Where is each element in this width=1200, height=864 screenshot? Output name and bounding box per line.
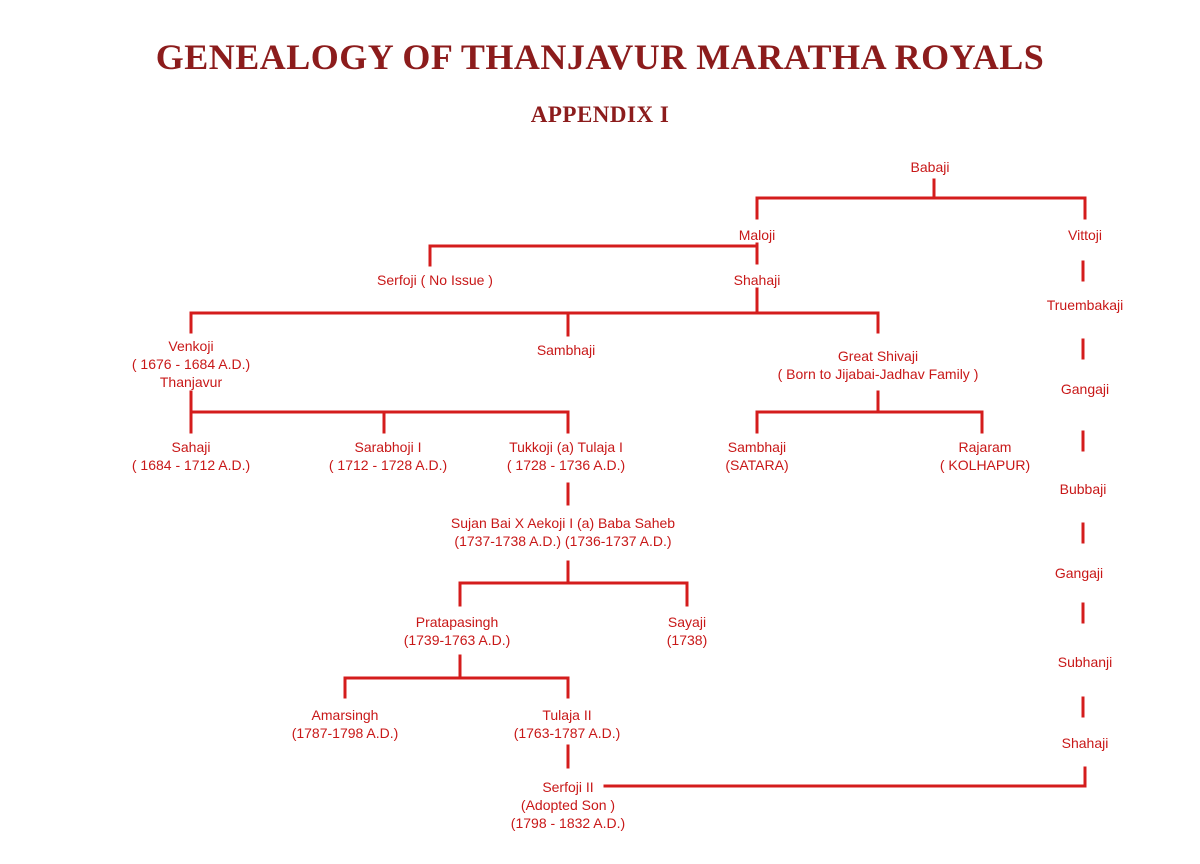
person-label-line: (1737-1738 A.D.) (1736-1737 A.D.) [454,533,672,549]
person-babaji: Babaji [911,158,950,176]
person-rajaram: Rajaram ( KOLHAPUR) [940,438,1030,474]
page-subtitle: APPENDIX I [530,102,670,127]
person-label-line: Bubbaji [1059,481,1107,497]
person-shahaji-2: Shahaji [1062,734,1109,752]
person-gangaji-2: Gangaji [1055,564,1103,582]
person-label-line: (1787-1798 A.D.) [291,725,399,741]
person-gangaji-1: Gangaji [1061,380,1109,398]
person-label-line: Tukkoji (a) Tulaja I [509,439,623,455]
person-truembakaji: Truembakaji [1047,296,1124,314]
person-serfoji-ii: Serfoji II (Adopted Son ) (1798 - 1832 A.D… [511,778,625,832]
person-label-line: Tulaja II [542,707,592,723]
page-title: GENEALOGY OF THANJAVUR MARATHA ROYALS [155,37,1045,77]
person-label-line: Thanjavur [159,374,223,390]
person-label-line: Gangaji [1060,381,1110,397]
person-sambhaji-satara: Sambhaji (SATARA) [725,438,788,474]
person-label-line: Truembakaji [1046,297,1124,313]
person-subhanji: Subhanji [1058,653,1113,671]
person-amarsingh: Amarsingh (1787-1798 A.D.) [292,706,399,742]
person-label-line: Amarsingh [311,707,379,723]
person-label-line: Subhanji [1057,654,1113,670]
person-label-line: (1738) [666,632,708,648]
person-label-line: Babaji [910,159,950,175]
person-venkoji: Venkoji ( 1676 - 1684 A.D.) Thanjavur [132,337,250,391]
person-label-line: Sambhaji [727,439,787,455]
person-tukkoji: Tukkoji (a) Tulaja I ( 1728 - 1736 A.D.) [507,438,625,474]
person-label-line: (SATARA) [725,457,789,473]
person-label-line: ( Born to Jijabai-Jadhav Family ) [777,366,979,382]
person-serfoji-no-issue: Serfoji ( No Issue ) [377,271,493,289]
person-label-line: Sarabhoji I [354,439,422,455]
person-label-line: Shahaji [733,272,781,288]
person-label-line: Great Shivaji [837,348,919,364]
person-label-line: Sahaji [171,439,211,455]
person-pratapasingh: Pratapasingh (1739-1763 A.D.) [404,613,511,649]
person-great-shivaji: Great Shivaji ( Born to Jijabai-Jadhav Fa… [778,347,979,383]
person-label-line: ( KOLHAPUR) [939,457,1031,473]
person-label-line: Venkoji [168,338,214,354]
person-label-line: ( 1684 - 1712 A.D.) [131,457,251,473]
person-label-line: ( 1676 - 1684 A.D.) [131,356,251,372]
person-shahaji: Shahaji [734,271,781,289]
person-tulaja-ii: Tulaja II (1763-1787 A.D.) [514,706,621,742]
person-label-line: (1798 - 1832 A.D.) [510,815,626,831]
person-label-line: Serfoji II [542,779,594,795]
person-vittoji: Vittoji [1068,226,1102,244]
person-label-line: ( 1712 - 1728 A.D.) [328,457,448,473]
person-label-line: ( 1728 - 1736 A.D.) [506,457,626,473]
person-maloji: Maloji [739,226,776,244]
person-sarabhoji-i: Sarabhoji I ( 1712 - 1728 A.D.) [329,438,447,474]
person-sujan-bai-aekoji: Sujan Bai X Aekoji I (a) Baba Saheb (1737… [451,514,675,550]
person-label-line: Maloji [738,227,776,243]
person-label-line: (1739-1763 A.D.) [403,632,511,648]
person-label-line: Sayaji [667,614,707,630]
person-label-line: Shahaji [1061,735,1109,751]
person-label-line: (1763-1787 A.D.) [513,725,621,741]
person-label-line: (Adopted Son ) [520,797,616,813]
person-sambhaji: Sambhaji [537,341,595,359]
person-sahaji: Sahaji ( 1684 - 1712 A.D.) [132,438,250,474]
person-label-line: Vittoji [1068,227,1102,243]
person-sayaji: Sayaji (1738) [667,613,707,649]
person-label-line: Sujan Bai X Aekoji I (a) Baba Saheb [450,515,676,531]
person-label-line: Gangaji [1054,565,1104,581]
person-label-line: Sambhaji [536,342,596,358]
person-label-line: Serfoji ( No Issue ) [377,272,493,288]
person-label-line: Rajaram [958,439,1012,455]
person-label-line: Pratapasingh [415,614,499,630]
person-bubbaji: Bubbaji [1060,480,1107,498]
